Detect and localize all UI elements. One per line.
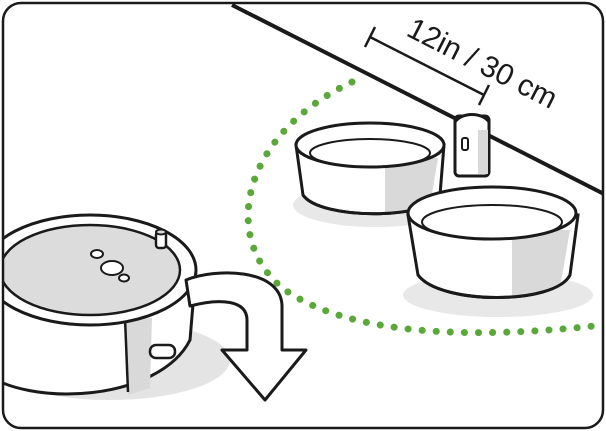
pet-bowl-front [403, 185, 593, 317]
virtual-wall-beacon-icon [453, 113, 491, 178]
clearance-dimension [363, 26, 491, 106]
turn-away-arrow-icon [184, 271, 308, 402]
virtual-boundary-dotted-line [244, 78, 603, 337]
robot-vacuum-icon [3, 213, 230, 400]
pet-bowl-back [293, 121, 457, 227]
wall-line [231, 3, 603, 199]
